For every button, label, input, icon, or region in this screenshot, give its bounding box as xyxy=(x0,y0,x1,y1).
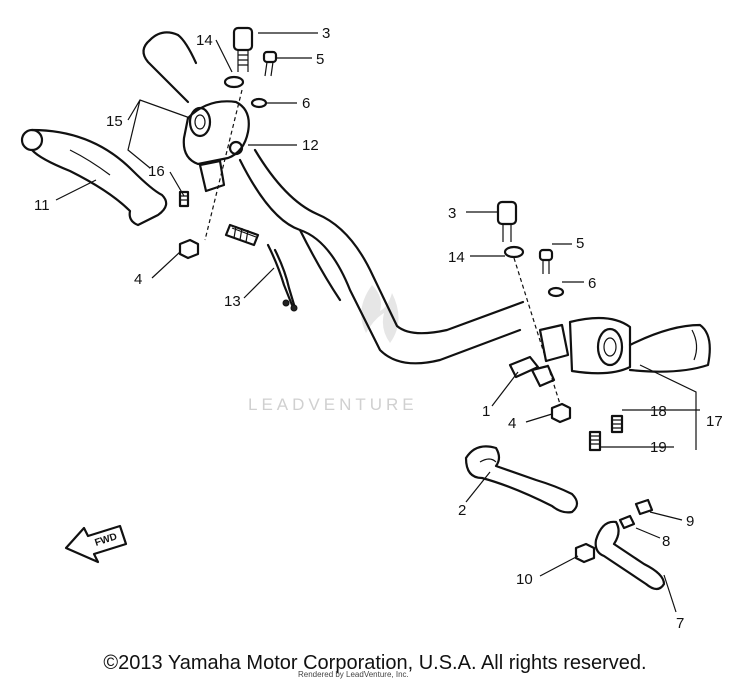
label-15: 15 xyxy=(106,113,123,130)
lower-lever xyxy=(574,498,666,591)
right-washer-14 xyxy=(503,245,525,259)
right-nut-4 xyxy=(550,402,572,424)
right-screw-19 xyxy=(588,430,602,452)
left-screw-16 xyxy=(178,190,190,208)
label-17: 17 xyxy=(706,413,723,430)
right-dash-guide xyxy=(513,257,561,405)
label-10: 10 xyxy=(516,571,533,588)
master-cylinder-left xyxy=(182,100,250,193)
right-lever xyxy=(464,445,579,514)
right-switch-housing xyxy=(508,316,632,388)
label-5-right: 5 xyxy=(576,235,584,252)
label-14-left: 14 xyxy=(196,32,213,49)
label-6-right: 6 xyxy=(588,275,596,292)
right-bolt-3 xyxy=(496,200,518,242)
label-12: 12 xyxy=(302,137,319,154)
label-3-left: 3 xyxy=(322,25,330,42)
label-2: 2 xyxy=(458,502,466,519)
left-bolt-3 xyxy=(232,26,254,72)
left-nut-4 xyxy=(178,238,200,260)
handlebar xyxy=(142,31,711,373)
left-dash-guide xyxy=(204,89,243,241)
right-screw-5 xyxy=(538,248,554,274)
leader-lines xyxy=(55,32,700,613)
copyright-notice: ©2013 Yamaha Motor Corporation, U.S.A. A… xyxy=(103,652,647,674)
label-6-left: 6 xyxy=(302,95,310,112)
watermark-text: LEADVENTURE xyxy=(248,395,418,414)
left-lever xyxy=(20,128,168,227)
right-washer-6 xyxy=(547,286,565,298)
label-3-right: 3 xyxy=(448,205,456,222)
label-18: 18 xyxy=(650,403,667,420)
label-4-right: 4 xyxy=(508,415,516,432)
label-8: 8 xyxy=(662,533,670,550)
watermark: LEADVENTURE xyxy=(248,285,418,414)
label-7: 7 xyxy=(676,615,684,632)
callout-labels: 3 14 5 6 15 12 16 11 4 13 3 14 5 6 1 4 1… xyxy=(34,25,723,632)
label-19: 19 xyxy=(650,439,667,456)
label-13: 13 xyxy=(224,293,241,310)
left-washer-14 xyxy=(223,75,245,89)
label-4-left: 4 xyxy=(134,271,142,288)
label-14-right: 14 xyxy=(448,249,465,266)
label-5-left: 5 xyxy=(316,51,324,68)
left-washer-6 xyxy=(250,97,268,109)
brake-switch xyxy=(224,223,298,312)
label-9: 9 xyxy=(686,513,694,530)
rendered-by-note: Rendered by LeadVenture, Inc. xyxy=(298,670,409,679)
right-screw-18 xyxy=(610,414,624,434)
fwd-arrow-icon: FWD xyxy=(64,524,128,564)
left-screw-5 xyxy=(262,50,278,77)
label-1: 1 xyxy=(482,403,490,420)
label-11: 11 xyxy=(34,197,50,214)
label-16: 16 xyxy=(148,163,165,180)
